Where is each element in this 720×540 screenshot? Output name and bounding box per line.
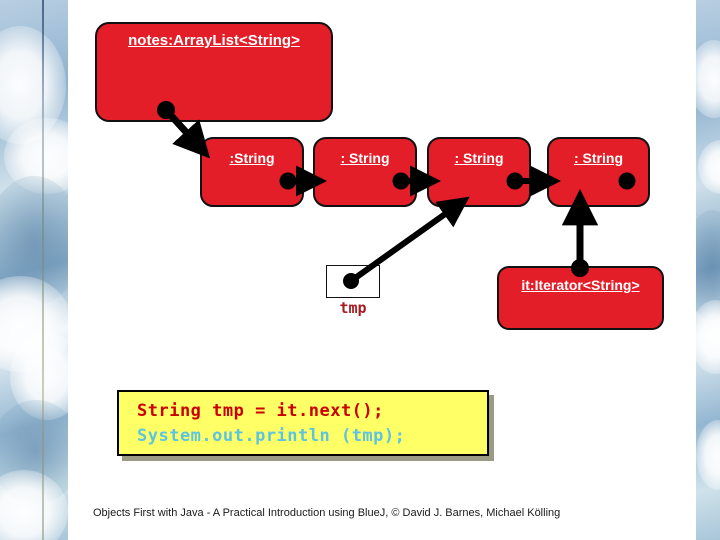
object-label-iterator: it:Iterator<String> — [521, 277, 640, 293]
object-box-string-2[interactable]: : String — [313, 137, 417, 207]
object-box-string-1[interactable]: :String — [200, 137, 304, 207]
code-block: String tmp = it.next(); System.out.print… — [117, 390, 489, 456]
object-box-string-4[interactable]: : String — [547, 137, 650, 207]
code-line-2: System.out.println (tmp); — [137, 426, 406, 446]
decorative-left-strip — [0, 0, 68, 540]
code-line-1: String tmp = it.next(); — [137, 401, 384, 421]
footer-attribution: Objects First with Java - A Practical In… — [93, 507, 561, 519]
object-label-string-4: : String — [574, 150, 623, 166]
variable-box-tmp[interactable] — [326, 265, 380, 298]
object-box-notes[interactable]: notes:ArrayList<String> — [95, 22, 333, 122]
object-label-string-1: :String — [229, 150, 275, 166]
variable-label-tmp: tmp — [339, 299, 367, 317]
strip-texture-blob — [696, 300, 720, 374]
object-box-string-3[interactable]: : String — [427, 137, 531, 207]
object-label-notes: notes:ArrayList<String> — [128, 32, 300, 49]
strip-texture-blob — [696, 40, 720, 118]
object-box-iterator[interactable]: it:Iterator<String> — [497, 266, 664, 330]
strip-seam-line — [42, 0, 44, 540]
strip-texture-blob — [698, 140, 720, 194]
object-label-string-2: : String — [340, 150, 390, 166]
decorative-right-strip — [696, 0, 720, 540]
object-label-string-3: : String — [454, 150, 504, 166]
